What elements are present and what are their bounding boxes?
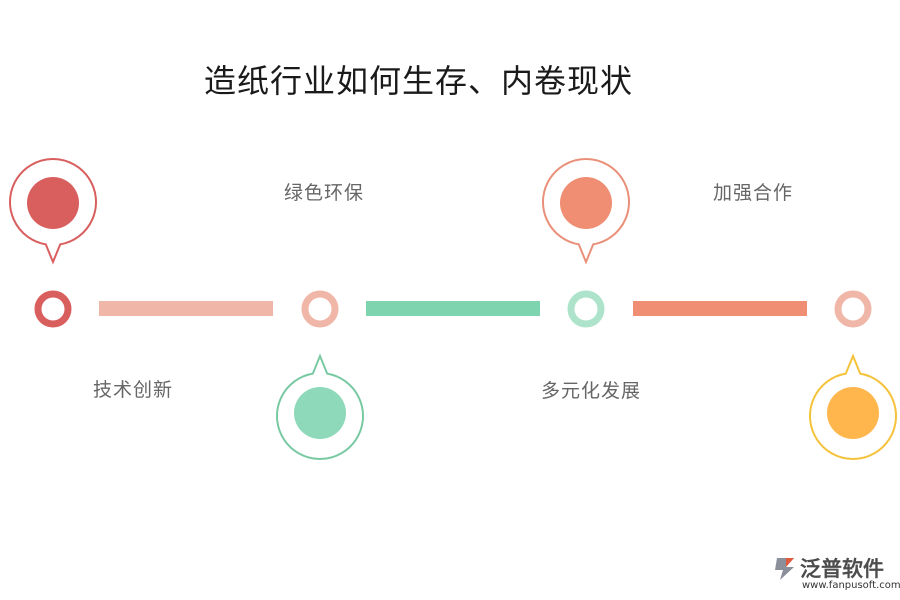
connector-bar-2 [366,301,540,316]
label-green-environment: 绿色环保 [284,182,365,204]
marker-dot-salmon [560,177,612,229]
connector-bar-3 [633,301,807,316]
timeline-node-1 [34,290,72,328]
label-tech-innovation: 技术创新 [93,379,174,401]
marker-dot-red [27,177,79,229]
timeline-node-3 [567,290,605,328]
connector-bar-1 [99,301,273,316]
logo-mark-icon [775,558,794,580]
page-title: 造纸行业如何生存、内卷现状 [204,62,634,100]
logo-name: 泛普软件 [800,557,884,581]
brand-logo: 泛普软件 www.fanpusoft.com [772,552,900,596]
logo-url: www.fanpusoft.com [802,580,900,591]
label-diversified-development: 多元化发展 [541,380,642,402]
marker-dot-yellow [827,387,879,439]
marker-dot-green [294,387,346,439]
label-strengthen-cooperation: 加强合作 [713,182,794,204]
timeline-node-4 [834,290,872,328]
timeline-node-2 [301,290,339,328]
